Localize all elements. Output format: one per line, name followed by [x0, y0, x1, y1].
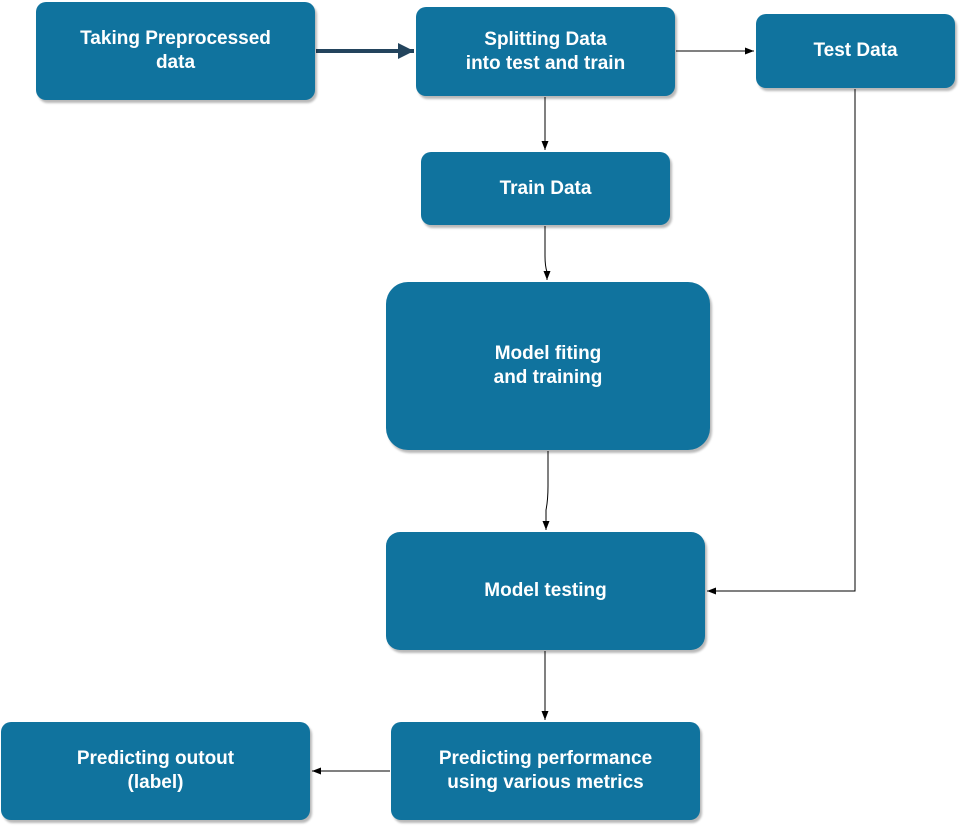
node-label: Test Data	[813, 40, 898, 61]
node-label: Predicting outout (label)	[76, 748, 235, 793]
node-taking-preprocessed-data: Taking Preprocessed data	[36, 2, 315, 100]
node-label: Model fiting and training	[493, 343, 603, 388]
node-train-data: Train Data	[421, 152, 670, 225]
node-label: Taking Preprocessed data	[80, 28, 271, 73]
node-model-testing: Model testing	[386, 532, 705, 650]
node-label: Splitting Data into test and train	[465, 28, 626, 74]
edge-model-fitting-to-model-testing	[542, 451, 550, 530]
node-splitting-data: Splitting Data into test and train	[416, 7, 675, 96]
node-label: Train Data	[499, 177, 592, 199]
node-test-data: Test Data	[756, 14, 955, 88]
node-label: Predicting performance using various met…	[438, 748, 653, 793]
node-predicting-performance: Predicting performance using various met…	[391, 722, 700, 820]
node-predicting-output: Predicting outout (label)	[1, 722, 310, 820]
node-label: Model testing	[484, 580, 607, 601]
edge-test-data-to-model-testing	[707, 89, 856, 595]
node-model-fitting: Model fiting and training	[386, 282, 710, 450]
edge-train-data-to-model-fitting	[543, 226, 551, 280]
